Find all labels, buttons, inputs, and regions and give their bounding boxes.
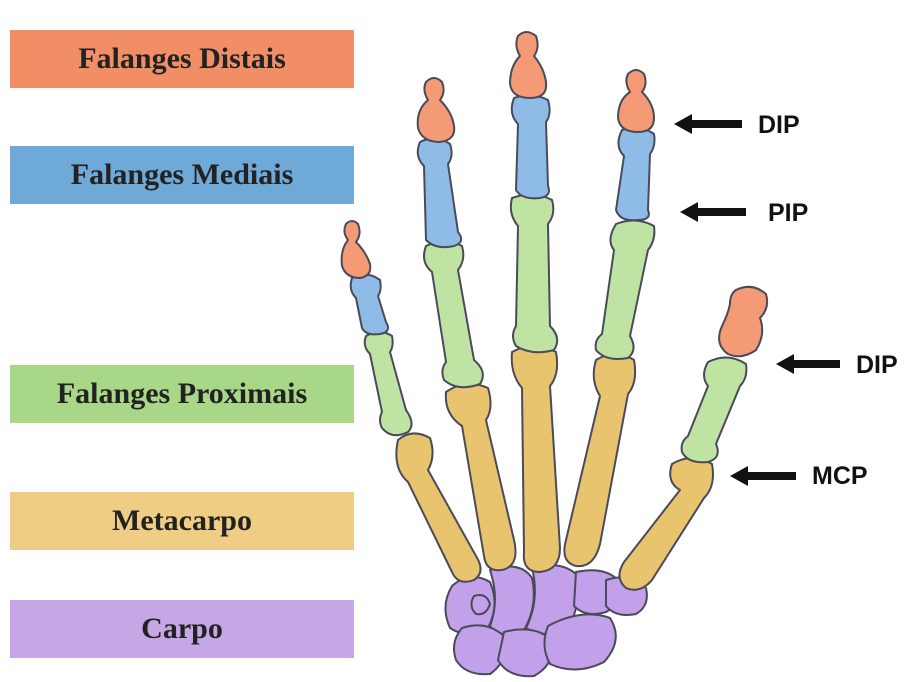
proximal-phalanx-middle (511, 194, 557, 352)
label-dip-thumb: DIP (856, 351, 898, 379)
metacarpal-thumb (619, 458, 713, 590)
middle-phalanx-ring (418, 138, 461, 247)
arrow-dip-thumb (776, 354, 840, 374)
proximal-phalanges (365, 194, 747, 462)
carpal-bone (544, 614, 615, 669)
carpal-bone (454, 625, 505, 674)
metacarpal-middle (512, 346, 560, 572)
carpal-bones (445, 565, 646, 676)
proximal-phalanx-index (596, 220, 655, 359)
arrow-mcp-thumb (730, 466, 796, 486)
arrow-dip-index (674, 114, 742, 134)
proximal-phalanx-thumb (682, 357, 747, 462)
arrow-pip-index (680, 202, 746, 222)
label-pip-index: PIP (768, 199, 808, 227)
distal-phalanx-thumb (719, 287, 767, 356)
middle-phalanx-middle (512, 95, 550, 198)
middle-phalanx-index (616, 128, 655, 221)
distal-phalanx-middle (510, 32, 546, 98)
metacarpal-index (564, 354, 635, 566)
distal-phalanx-index (618, 70, 654, 132)
proximal-phalanx-ring (424, 241, 483, 387)
distal-phalanx-ring (418, 78, 455, 142)
metacarpal-bones (396, 346, 713, 590)
label-mcp-thumb: MCP (812, 462, 868, 490)
distal-phalanges (342, 32, 768, 356)
label-dip-index: DIP (758, 111, 800, 139)
distal-phalanx-little (342, 221, 371, 278)
middle-phalanx-little (351, 274, 388, 334)
proximal-phalanx-little (365, 332, 412, 435)
